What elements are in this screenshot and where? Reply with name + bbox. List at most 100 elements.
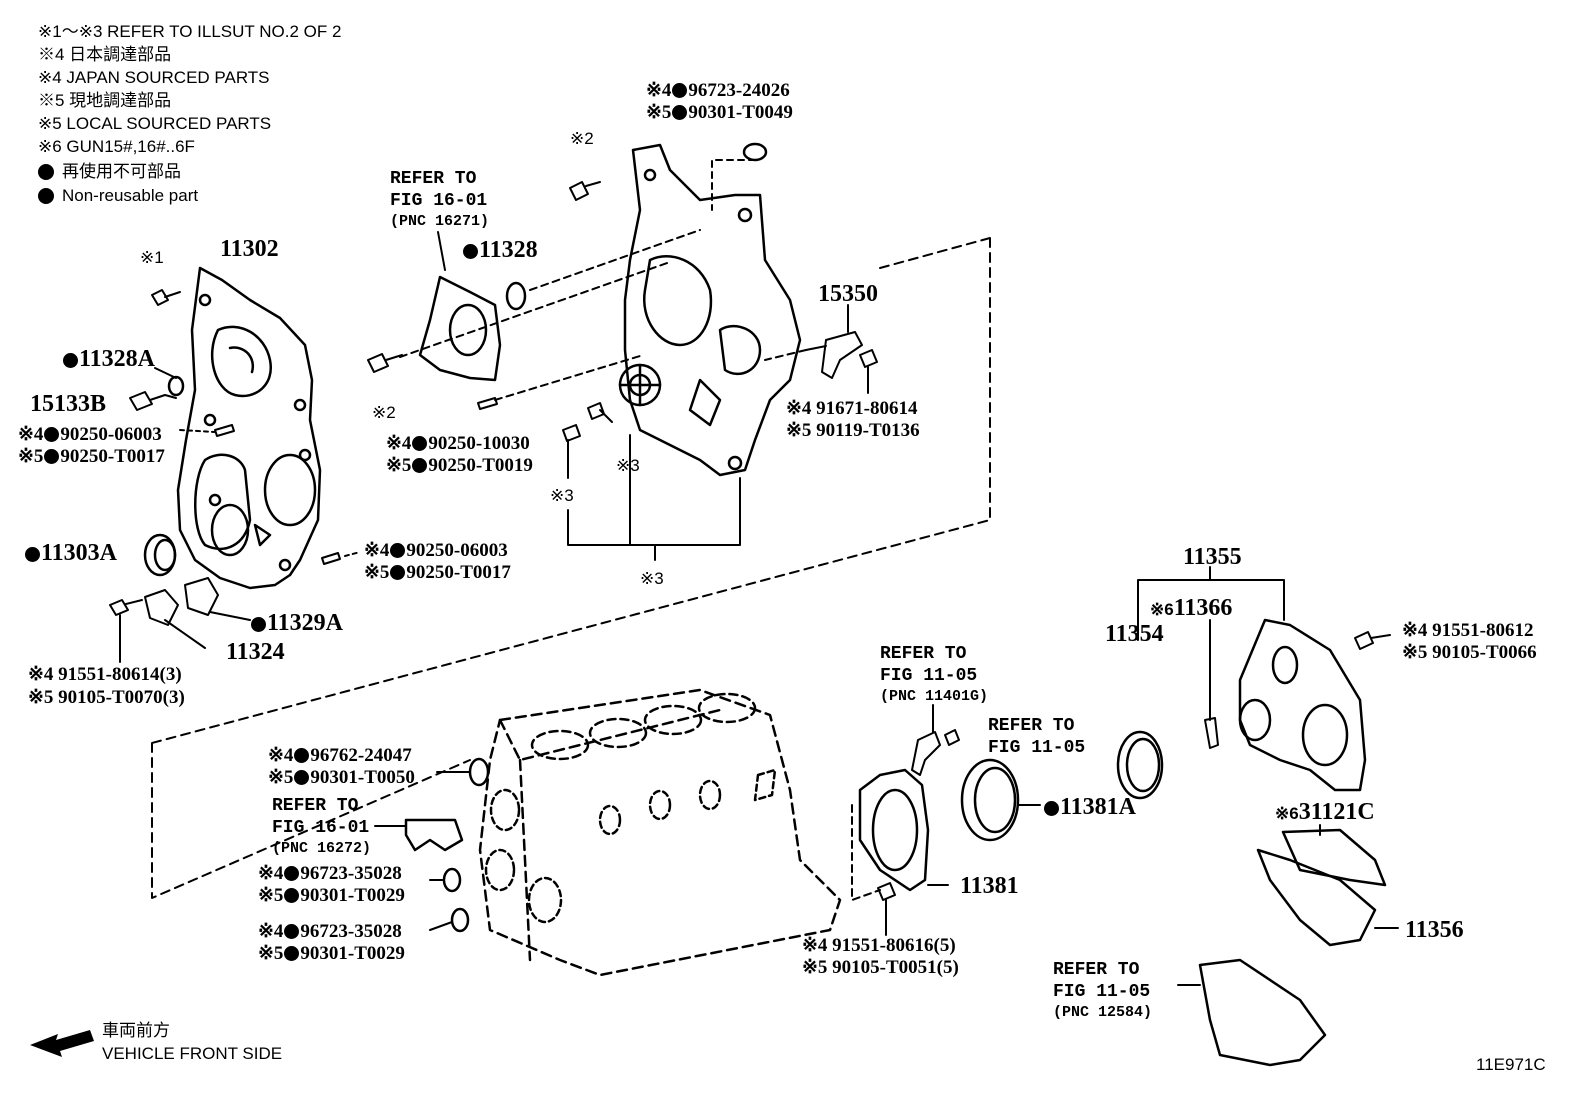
non-reusable-dot-icon (294, 748, 310, 763)
non-reusable-dot-icon (672, 83, 688, 98)
part-number-label[interactable]: ※5 90105-T0070(3) (28, 687, 185, 708)
dowel-pin-2 (321, 552, 341, 565)
refer-pnc: (PNC 16271) (390, 213, 490, 230)
part-label-11381a[interactable]: 11381A (1043, 795, 1136, 819)
non-reusable-dot-icon (284, 866, 300, 881)
non-reusable-dot-icon (284, 888, 300, 903)
part-label-31121c[interactable]: ※631121C (1275, 799, 1375, 825)
oil-seal-11381a (960, 758, 1020, 842)
part-number-label[interactable]: ※4 91671-80614 (786, 398, 918, 419)
refer-pnc: (PNC 12584) (1053, 1004, 1153, 1021)
cover-11356 (1256, 848, 1377, 947)
mark-label: ※3 (616, 456, 640, 475)
cover-31121c (1281, 828, 1387, 887)
part-label-15133b[interactable]: 15133B (30, 391, 107, 417)
part-label-11303a[interactable]: 11303A (24, 541, 117, 565)
part-number-label[interactable]: ※4 91551-80614(3) (28, 664, 182, 685)
refer-label: REFER TO (988, 716, 1075, 736)
non-reusable-dot-icon (63, 353, 78, 368)
note-non-reusable-jp: 再使用不可部品 (62, 162, 181, 181)
part-label-11354[interactable]: 11354 (1105, 621, 1164, 647)
part-label-11356[interactable]: 11356 (1405, 917, 1464, 943)
oil-seal-11354 (1116, 730, 1164, 800)
part-number-label[interactable]: ※4 91551-80616(5) (802, 935, 956, 956)
legend-bullet-1 (38, 164, 54, 180)
refer-figure-link[interactable]: FIG 16-01 (390, 191, 488, 211)
refer-label: REFER TO (1053, 960, 1140, 980)
bolt-mark1 (151, 289, 181, 306)
part-label-11324[interactable]: 11324 (226, 639, 285, 665)
part-number-label[interactable]: ※5 90105-T0066 (1402, 642, 1537, 663)
note-non-reusable: Non-reusable part (62, 186, 199, 205)
refer-figure-link[interactable]: FIG 11-05 (880, 666, 978, 686)
refer-label: REFER TO (880, 644, 967, 664)
gasket-11324 (144, 589, 179, 626)
bolt-15350 (859, 349, 878, 394)
refer-figure-link[interactable]: FIG 11-05 (988, 738, 1086, 758)
oil-seal-11303a (143, 533, 177, 577)
part-number-label[interactable]: ※5 90105-T0051(5) (802, 957, 959, 978)
refer-figure-link[interactable]: FIG 16-01 (272, 818, 370, 838)
front-label: VEHICLE FRONT SIDE (102, 1044, 283, 1063)
non-reusable-dot-icon (284, 924, 300, 939)
note-japan-sourced-jp: ※4 日本調達部品 (38, 45, 172, 64)
gasket-pnc16272 (404, 818, 464, 852)
part-label-11381[interactable]: 11381 (960, 873, 1019, 899)
dowel-pin-center (477, 397, 498, 410)
seal-retainer-11381 (858, 768, 930, 892)
bolt-15133b (129, 391, 177, 411)
assembly-dashed-boundary (151, 237, 991, 899)
timing-cover-center-part (618, 143, 802, 477)
illustration-code: 11E971C (1476, 1055, 1546, 1074)
part-label-11355[interactable]: 11355 (1183, 544, 1242, 570)
bolt-rear-plate (1354, 631, 1391, 650)
refer-figure-link[interactable]: FIG 11-05 (1053, 982, 1151, 1002)
refer-label: REFER TO (390, 169, 477, 189)
bolt-lower-left (109, 599, 143, 616)
mark-label: ※1 (140, 248, 164, 267)
non-reusable-dot-icon (412, 436, 428, 451)
refer-pnc: (PNC 11401G) (880, 688, 989, 705)
bolt-mark3-b (587, 402, 613, 423)
part-label-11302[interactable]: 11302 (220, 236, 279, 262)
rear-plate-11355 (1238, 618, 1367, 792)
legend-bullet-2 (38, 188, 54, 204)
non-reusable-dot-icon (251, 617, 266, 632)
mark-label: ※2 (570, 129, 594, 148)
part-number-label[interactable]: ※5 90119-T0136 (786, 420, 920, 441)
oil-pan-pnc12584 (1198, 958, 1327, 1067)
non-reusable-dot-icon (390, 543, 406, 558)
bolt-11381 (877, 882, 896, 936)
part-label-11329a[interactable]: 11329A (250, 611, 343, 635)
non-reusable-dot-icon (44, 449, 60, 464)
part-label-11328a[interactable]: 11328A (62, 347, 155, 371)
o-ring-11328 (505, 281, 527, 311)
bolt-sensor (944, 729, 960, 746)
pin-11366 (1204, 717, 1219, 749)
non-reusable-dot-icon (294, 770, 310, 785)
water-pump-gasket (418, 275, 502, 382)
part-label-11328[interactable]: 11328 (462, 238, 538, 262)
part-label-11366[interactable]: ※611366 (1150, 595, 1233, 621)
non-reusable-dot-icon (672, 105, 688, 120)
part-label-15350[interactable]: 15350 (818, 281, 878, 307)
part-number-label[interactable]: ※4 91551-80612 (1402, 620, 1534, 641)
vehicle-front-arrow (30, 1030, 94, 1057)
note-refer-illust: ※1～※3 REFER TO ILLSUT NO.2 OF 2 (38, 22, 342, 41)
